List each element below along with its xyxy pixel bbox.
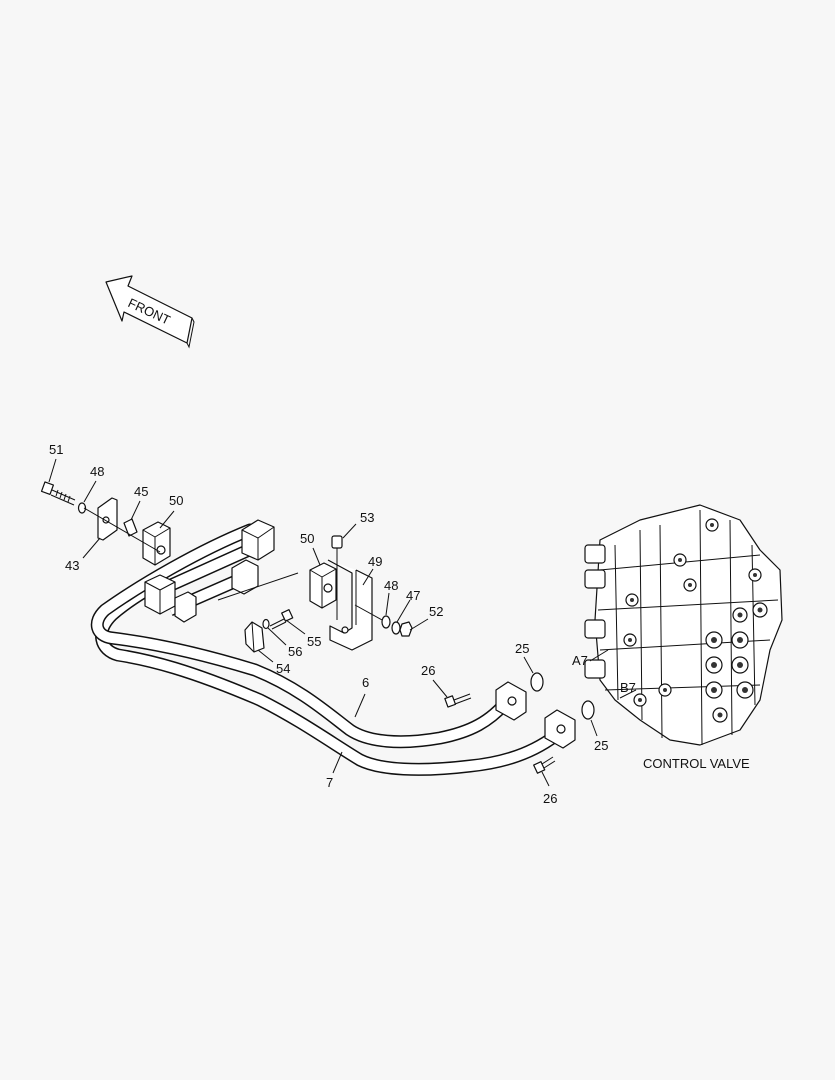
callout-48-left: 48 xyxy=(90,464,104,479)
callout-56: 56 xyxy=(288,644,302,659)
spacer-45 xyxy=(123,518,138,537)
bolt-26-lower xyxy=(533,756,556,774)
callout-49: 49 xyxy=(368,554,382,569)
control-valve-body xyxy=(584,504,783,746)
o-ring-25-lower xyxy=(581,700,595,720)
callout-50-center: 50 xyxy=(300,531,314,546)
callout-55: 55 xyxy=(307,634,321,649)
bolt-26-upper xyxy=(444,693,472,708)
flange-tube-6 xyxy=(495,681,527,721)
callout-47: 47 xyxy=(406,588,420,603)
callout-45: 45 xyxy=(134,484,148,499)
front-arrow: FRONT xyxy=(105,275,195,349)
bolt-51 xyxy=(40,481,76,506)
callout-A7: A7 xyxy=(572,653,588,668)
clamp-half-50-left xyxy=(142,521,171,566)
tube-7 xyxy=(95,533,572,776)
clamp-block-rear xyxy=(231,519,275,595)
callout-25-lower: 25 xyxy=(594,738,608,753)
bolt-55 xyxy=(269,609,294,630)
washer-48-left xyxy=(77,502,87,514)
clamp-half-50-center xyxy=(309,562,337,609)
callout-51: 51 xyxy=(49,442,63,457)
callout-43: 43 xyxy=(65,558,79,573)
callout-6: 6 xyxy=(362,675,369,690)
callout-26-lower: 26 xyxy=(543,791,557,806)
bracket-49 xyxy=(327,559,373,651)
callout-53: 53 xyxy=(360,510,374,525)
callout-48-right: 48 xyxy=(384,578,398,593)
clamp-block-front xyxy=(144,574,197,623)
lock-washer-47 xyxy=(391,621,401,635)
callout-26-upper: 26 xyxy=(421,663,435,678)
leader-lines xyxy=(48,458,637,787)
callout-54: 54 xyxy=(276,661,290,676)
valve-fittings xyxy=(623,518,768,723)
clamp-54 xyxy=(244,621,265,653)
o-ring-25-upper xyxy=(530,672,544,692)
plate-43 xyxy=(97,497,118,541)
bolt-53 xyxy=(331,535,343,620)
tube-6 xyxy=(90,523,515,749)
callout-25-upper: 25 xyxy=(515,641,529,656)
washer-56 xyxy=(262,618,270,630)
nut-52 xyxy=(399,621,413,637)
callout-50-left: 50 xyxy=(169,493,183,508)
control-valve-label: CONTROL VALVE xyxy=(643,756,750,771)
callout-7: 7 xyxy=(326,775,333,790)
flange-tube-7 xyxy=(544,709,576,749)
callout-52: 52 xyxy=(429,604,443,619)
washer-48-right xyxy=(381,615,391,629)
callout-B7: B7 xyxy=(620,680,636,695)
